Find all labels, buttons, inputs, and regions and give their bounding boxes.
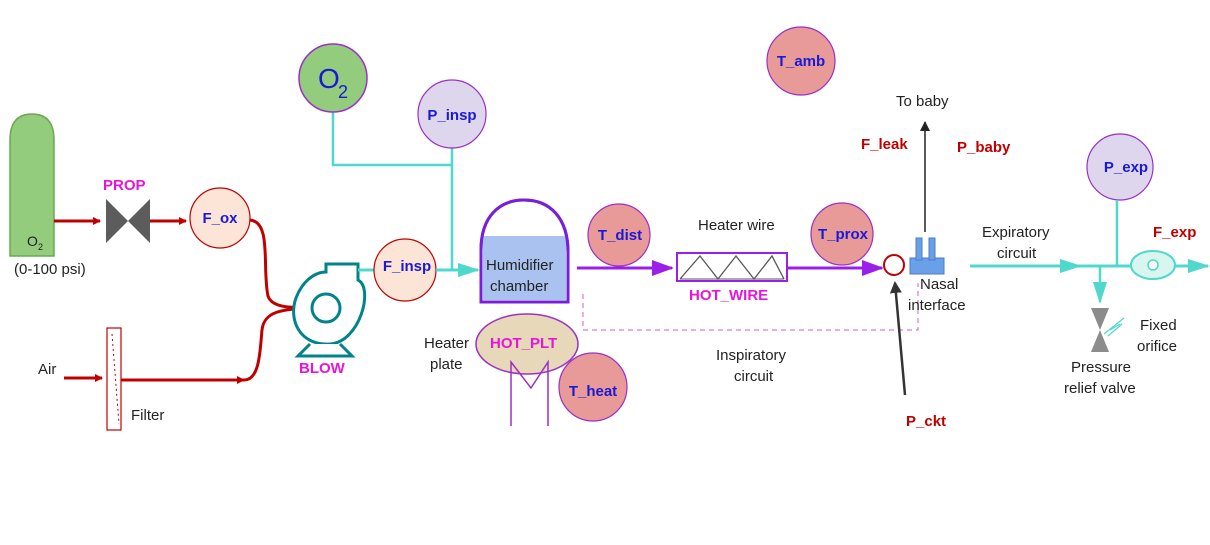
relief-label-line2: relief valve xyxy=(1064,380,1136,397)
expiratory-label-line1: Expiratory xyxy=(982,224,1050,241)
f-ox-label: F_ox xyxy=(202,210,238,227)
inspiratory-label-line2: circuit xyxy=(734,368,774,385)
f-leak-label: F_leak xyxy=(861,136,908,153)
hot-wire-element xyxy=(676,252,788,282)
t-heat-label: T_heat xyxy=(569,383,617,400)
heater-wire-label: Heater wire xyxy=(698,217,775,234)
o2-pressure-label: (0-100 psi) xyxy=(14,261,86,278)
t-amb-sensor xyxy=(766,26,836,96)
hot-plt-label: HOT_PLT xyxy=(490,335,557,352)
prop-valve xyxy=(106,199,150,243)
o2-cylinder: O 2 xyxy=(9,113,55,257)
fixed-orifice-label-line1: Fixed xyxy=(1140,317,1177,334)
humidifier-label-line2: chamber xyxy=(490,278,548,295)
nasal-sensor-ring xyxy=(883,254,905,276)
nasal-interface xyxy=(909,237,945,275)
o2-source-circle xyxy=(298,43,368,113)
p-insp-sensor xyxy=(417,79,487,149)
heater-element xyxy=(510,359,549,426)
o2-source-subscript: 2 xyxy=(338,82,348,102)
t-dist-label: T_dist xyxy=(598,227,642,244)
p-exp-label: P_exp xyxy=(1104,159,1148,176)
pressure-relief-valve xyxy=(1091,308,1125,352)
blower xyxy=(292,262,367,358)
p-ckt-arrow xyxy=(889,281,907,396)
t-amb-label: T_amb xyxy=(777,53,825,70)
fixed-orifice-label-line2: orifice xyxy=(1137,338,1177,355)
heater-plate-label-line1: Heater xyxy=(424,335,469,352)
to-baby-label: To baby xyxy=(896,93,949,110)
p-baby-label: P_baby xyxy=(957,139,1011,156)
t-prox-sensor xyxy=(810,202,874,266)
filter xyxy=(106,327,122,431)
filter-label: Filter xyxy=(131,407,164,424)
t-dist-sensor xyxy=(587,203,651,267)
heater-plate-label-line2: plate xyxy=(430,356,463,373)
nasal-label-line1: Nasal xyxy=(920,276,958,293)
fixed-orifice-hole xyxy=(1147,259,1159,271)
f-exp-label: F_exp xyxy=(1153,224,1196,241)
o2-source-label: O xyxy=(318,63,340,94)
expiratory-label-line2: circuit xyxy=(997,245,1037,262)
hot-plt-plate xyxy=(475,313,579,375)
t-prox-label: T_prox xyxy=(818,226,869,243)
relief-label-line1: Pressure xyxy=(1071,359,1131,376)
nasal-label-line2: interface xyxy=(908,297,966,314)
blow-label: BLOW xyxy=(299,360,346,377)
air-curve-to-blower xyxy=(243,306,321,382)
o2-supply-line xyxy=(331,110,452,167)
p-ckt-label: P_ckt xyxy=(906,413,946,430)
f-insp-label: F_insp xyxy=(383,258,431,275)
humidifier-chamber xyxy=(479,198,570,304)
humidifier-label-line1: Humidifier xyxy=(486,257,554,274)
o2-cylinder-label: O xyxy=(27,233,38,249)
hot-wire-label: HOT_WIRE xyxy=(689,287,768,304)
p-insp-label: P_insp xyxy=(427,107,476,124)
inspiratory-circuit-dashed xyxy=(582,283,919,331)
f-ox-sensor xyxy=(189,187,251,249)
o2-cylinder-subscript: 2 xyxy=(38,242,43,252)
prop-label: PROP xyxy=(103,177,146,194)
air-label: Air xyxy=(38,361,56,378)
t-heat-sensor xyxy=(558,352,628,422)
p-exp-sensor xyxy=(1086,133,1154,201)
inspiratory-label-line1: Inspiratory xyxy=(716,347,787,364)
